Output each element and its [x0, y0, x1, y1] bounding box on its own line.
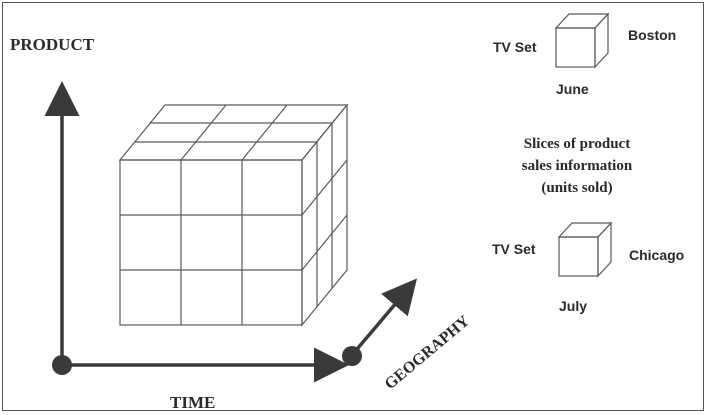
- bottom-slice-product-label: TV Set: [492, 241, 536, 257]
- time-axis-label: TIME: [170, 393, 215, 412]
- top-slice-product-label: TV Set: [493, 39, 537, 55]
- axes: [44, 81, 418, 383]
- slice-cube-bottom: [557, 221, 613, 278]
- slice-cube-top: [554, 12, 610, 69]
- geography-axis-label: GEOGRAPHY: [382, 312, 474, 393]
- geography-origin-dot: [342, 346, 362, 366]
- cube-right-face: [301, 103, 348, 327]
- product-axis-label: PRODUCT: [10, 35, 95, 54]
- bottom-slice-geography-label: Chicago: [629, 247, 684, 263]
- cube-top-face: [118, 104, 349, 161]
- bottom-slice-time-label: July: [559, 298, 587, 314]
- top-slice-time-label: June: [556, 81, 589, 97]
- diagram-frame: [2, 2, 704, 411]
- caption-line-3: (units sold): [541, 180, 612, 196]
- caption-line-1: Slices of product: [524, 136, 630, 152]
- caption-line-2: sales information: [522, 158, 633, 174]
- top-slice-geography-label: Boston: [628, 27, 676, 43]
- data-cube: [118, 103, 349, 327]
- geography-axis-arrow: [350, 278, 418, 357]
- origin-dot: [52, 355, 72, 375]
- cube-front-face: [119, 159, 303, 326]
